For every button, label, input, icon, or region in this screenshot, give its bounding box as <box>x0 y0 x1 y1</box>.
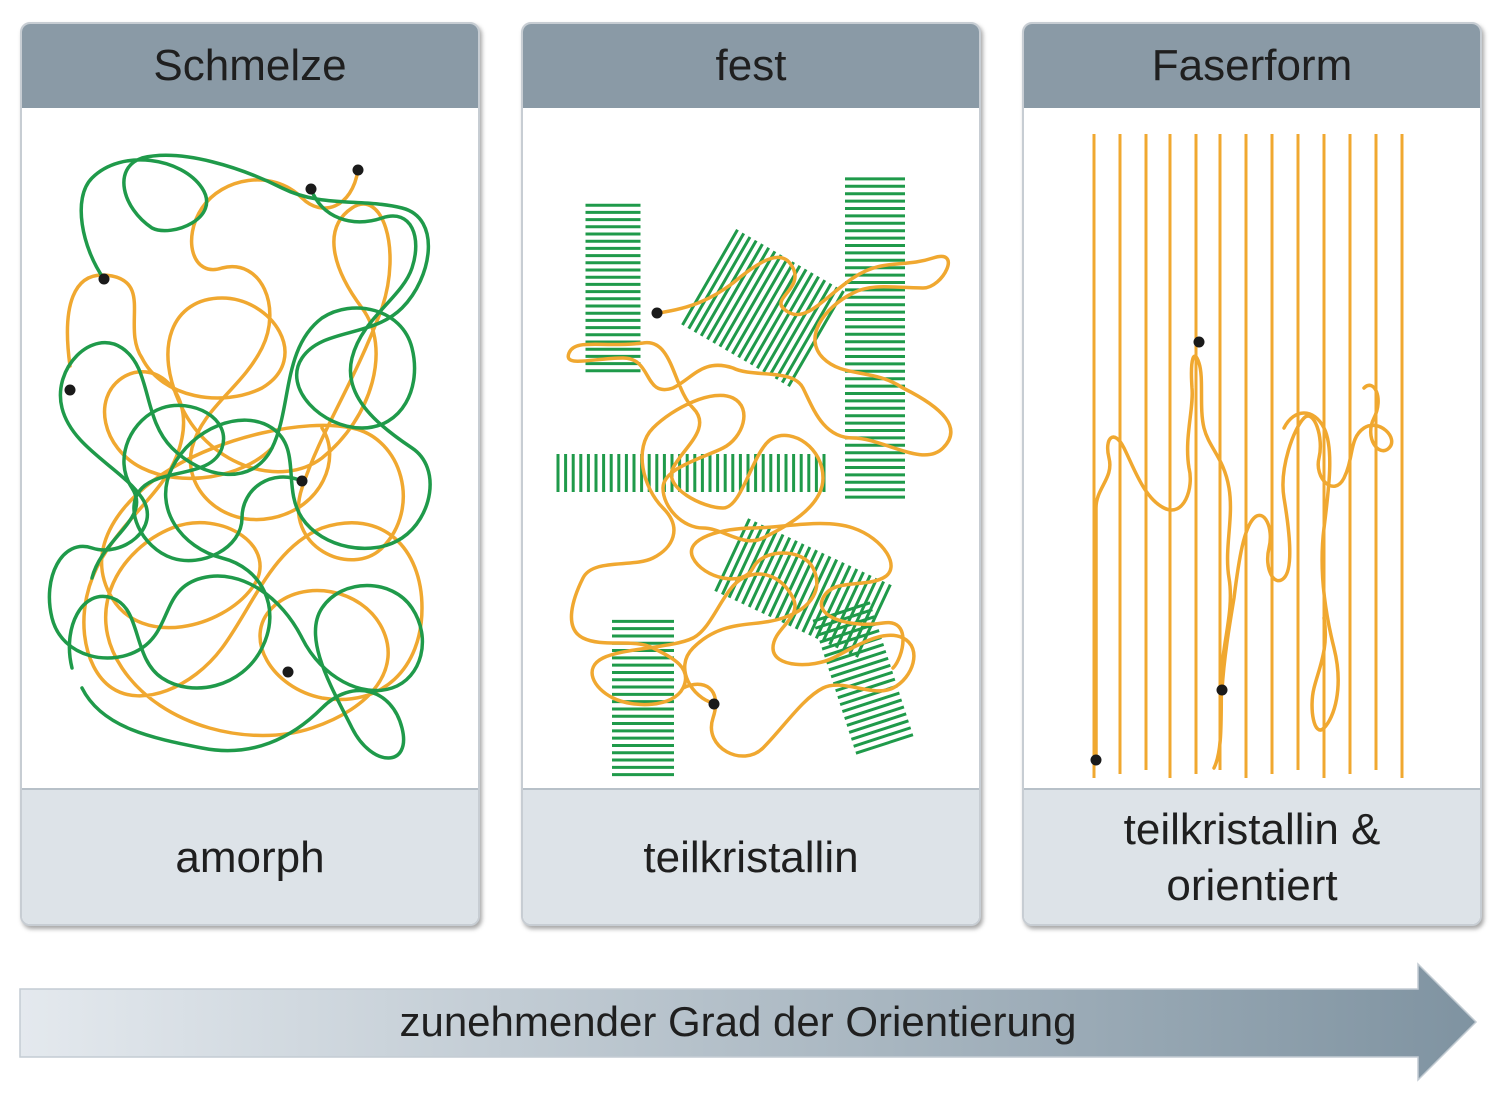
lamella-line <box>756 272 814 369</box>
chain-end-dot <box>1090 754 1102 766</box>
caption-line: orientiert <box>1166 861 1338 910</box>
panel-title: Schmelze <box>22 24 478 108</box>
polymer-chain-orange <box>188 168 360 522</box>
lamella-line <box>693 236 752 333</box>
lamella-line <box>731 257 789 355</box>
polymer-chain-green <box>90 403 304 580</box>
orientation-arrow <box>19 962 1478 1082</box>
lamella-line <box>768 279 827 377</box>
lamella-line <box>721 521 758 596</box>
lamella-stack <box>556 454 826 492</box>
lamella-line <box>718 250 777 348</box>
panel-title: Faserform <box>1024 24 1480 108</box>
panel-fiber: Faserform teilkristallin & orientiert <box>1022 22 1482 926</box>
polymer-chain-green <box>67 187 432 690</box>
lamella-line <box>762 275 820 373</box>
lamella-line <box>821 568 859 643</box>
polymer-chain-green <box>47 153 431 760</box>
lamella-line <box>681 229 739 326</box>
lamella-line <box>814 608 873 630</box>
chain-end-dot <box>1216 684 1228 696</box>
polymer-chain-orange <box>682 521 905 705</box>
lamella-line <box>819 622 878 644</box>
lamella-line <box>848 712 907 734</box>
lamella-line <box>734 527 771 602</box>
lamella-line <box>749 268 808 366</box>
lamella-line <box>830 656 889 679</box>
chain-end-dot <box>708 698 720 710</box>
lamella-stack <box>585 203 641 373</box>
lamella-line <box>841 691 900 713</box>
panel-melt: Schmelze amorph <box>20 22 480 926</box>
oriented-fibers-svg <box>1090 134 1404 778</box>
lamella-line <box>774 283 833 380</box>
lamella-line <box>741 530 778 605</box>
lamella-line <box>855 733 914 755</box>
chain-end-dot <box>352 164 364 176</box>
lamella-line <box>754 537 792 611</box>
oriented-chains <box>1092 134 1404 778</box>
polymer-chain-orange <box>566 254 953 758</box>
chain-end-dot <box>64 384 76 396</box>
chain-end-dot <box>282 666 294 678</box>
lamella-line <box>743 265 802 362</box>
chain-end-dot <box>296 475 308 487</box>
lamella-stack <box>681 229 845 387</box>
caption-line: amorph <box>175 833 325 882</box>
lamella-line <box>835 670 894 693</box>
amorphous-chain-illustration <box>22 108 478 788</box>
lamella-line <box>846 705 905 727</box>
lamella-line <box>826 643 885 665</box>
lamella-line <box>853 726 912 748</box>
panel-caption: teilkristallin & orientiert <box>1024 788 1480 924</box>
panel-caption: teilkristallin <box>523 788 979 924</box>
caption-line: teilkristallin & <box>1123 805 1381 854</box>
lamella-stack <box>812 601 914 755</box>
lamella-line <box>801 558 839 633</box>
lamella-line <box>844 698 903 720</box>
chain-end-dot <box>305 183 317 195</box>
chain-end-dot <box>1193 336 1205 348</box>
caption-line: teilkristallin <box>643 833 859 882</box>
lamella-line <box>687 232 746 330</box>
lamella-line <box>812 601 871 623</box>
crystalline-lamellae <box>556 177 914 777</box>
lamella-line <box>832 663 891 686</box>
semicrystalline-illustration <box>523 108 979 788</box>
semicrystalline-svg <box>556 177 953 777</box>
lamella-line <box>780 286 839 384</box>
panel-caption: amorph <box>22 788 478 924</box>
polymer-chain-orange <box>65 202 424 738</box>
lamella-line <box>706 243 764 341</box>
lamella-line <box>747 533 785 608</box>
lamella-line <box>808 562 845 636</box>
lamella-line <box>828 649 887 672</box>
lamella-line <box>821 629 880 651</box>
oriented-fiber-illustration <box>1024 108 1480 788</box>
lamella-line <box>737 261 795 359</box>
panel-title: fest <box>523 24 979 108</box>
arrow-label: zunehmender Grad der Orientierung <box>399 998 1077 1045</box>
arrow-shape <box>19 962 1478 1082</box>
chain-end-dot <box>651 307 663 319</box>
amorphous-chains-svg <box>47 153 432 760</box>
polymer-chain-orange <box>1282 411 1340 732</box>
chain-end-dot <box>98 273 110 285</box>
polymer-chain-orange <box>1094 354 1233 770</box>
lamella-line <box>850 719 909 741</box>
lamella-line <box>724 254 783 351</box>
lamella-stack <box>845 177 905 499</box>
lamella-line <box>817 615 876 637</box>
panel-solid: fest teilkristallin <box>521 22 981 926</box>
polymer-chain-orange <box>1220 383 1394 692</box>
